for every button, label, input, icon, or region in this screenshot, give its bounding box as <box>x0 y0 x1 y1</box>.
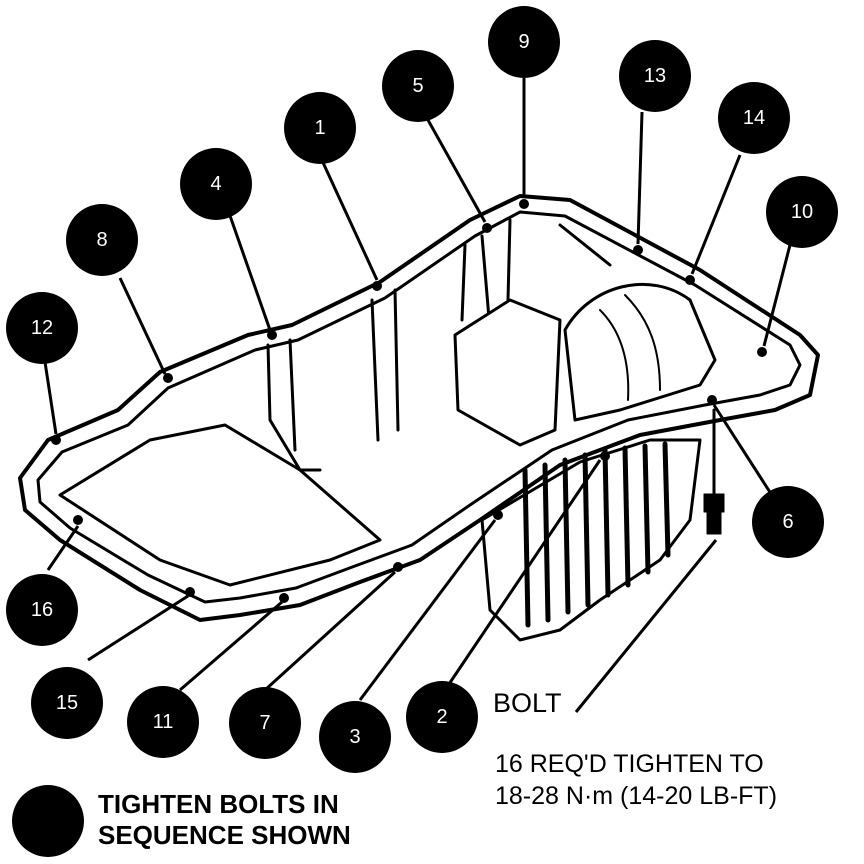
callout-disc-2 <box>406 681 478 753</box>
leader-line-2 <box>443 459 602 691</box>
leader-line-10 <box>762 244 792 347</box>
leader-line-14 <box>690 154 742 275</box>
bolt-hole <box>600 451 610 461</box>
callout-number-12: 12 <box>31 317 53 339</box>
callout-number-11: 11 <box>153 711 174 733</box>
leader-line-16 <box>46 525 80 571</box>
leader-line-1 <box>318 155 379 281</box>
leader-line-7 <box>263 570 397 692</box>
leader-line-5 <box>426 119 487 223</box>
callout-disc-9 <box>488 6 560 78</box>
callout-number-2: 2 <box>436 706 447 728</box>
callout-disc-13 <box>619 40 691 112</box>
callout-disc-15 <box>31 667 103 739</box>
callout-disc-12 <box>6 292 78 364</box>
pan-wall-rear <box>370 218 612 442</box>
leader-line-12 <box>43 361 58 435</box>
callout-number-3: 3 <box>349 726 360 748</box>
oil-pan <box>18 194 820 642</box>
leader-line-6 <box>712 404 777 501</box>
callout-disc-16 <box>6 574 78 646</box>
leader-line-bolt <box>574 539 718 713</box>
bolt-hole <box>267 330 277 340</box>
bolt-holes <box>51 199 767 603</box>
callout-number-6: 6 <box>782 511 793 533</box>
callout-number-10: 10 <box>791 201 813 223</box>
pan-baffle <box>453 298 562 447</box>
torque-spec-line-1: 16 REQ'D TIGHTEN TO <box>495 750 764 778</box>
callout-disc-7 <box>229 687 301 759</box>
callout-number-14: 14 <box>743 107 765 129</box>
leader-line-11 <box>179 600 283 692</box>
callout-disc-8 <box>66 204 138 276</box>
pan-hump <box>563 283 717 422</box>
leader-lines <box>43 78 792 713</box>
callout-number-16: 16 <box>31 599 53 621</box>
leader-line-15 <box>87 594 189 662</box>
bolt-hole <box>493 510 503 520</box>
callout-disc-3 <box>319 701 391 773</box>
bolt-hole <box>163 373 173 383</box>
pan-wall-left <box>266 338 322 472</box>
bolt-hole <box>73 515 83 525</box>
callout-disc-1 <box>284 92 356 164</box>
callout-number-9: 9 <box>518 31 529 53</box>
legend-line-1: TIGHTEN BOLTS IN <box>98 789 339 819</box>
callout-disc-14 <box>718 82 790 154</box>
callout-disc-6 <box>752 486 824 558</box>
leader-line-4 <box>226 209 272 331</box>
callout-number-5: 5 <box>412 75 423 97</box>
bolt-hole <box>707 395 717 405</box>
bolt-hole <box>393 562 403 572</box>
callout-disc-10 <box>766 176 838 248</box>
pan-hump-rib <box>599 294 661 401</box>
callout-disc-11 <box>127 686 199 758</box>
leader-line-3 <box>358 519 497 701</box>
bolt-hole <box>685 275 695 285</box>
bolt-hole <box>185 587 195 597</box>
bolt-hole <box>279 593 289 603</box>
drain-plug <box>703 408 725 535</box>
callout-number-7: 7 <box>259 712 270 734</box>
bolt-hole <box>633 245 643 255</box>
legend-dot-icon <box>12 785 84 857</box>
callout-number-1: 1 <box>314 117 325 139</box>
callout-number-15: 15 <box>56 692 78 714</box>
callout-number-8: 8 <box>96 229 107 251</box>
pan-floor <box>58 423 382 587</box>
leader-line-13 <box>636 111 644 245</box>
legend-line-2: SEQUENCE SHOWN <box>98 820 351 850</box>
torque-spec-line-2: 18-28 N·m (14-20 LB-FT) <box>495 782 778 810</box>
bolt-hole <box>757 347 767 357</box>
bolt-hole <box>372 281 382 291</box>
bolt-hole <box>51 435 61 445</box>
callout-disc-5 <box>382 50 454 122</box>
callout-number-13: 13 <box>644 65 666 87</box>
bolt-hole <box>519 199 529 209</box>
callout-disc-4 <box>180 148 252 220</box>
bolt-label: BOLT <box>493 688 562 718</box>
pan-flange-inner <box>36 210 802 604</box>
leader-line-8 <box>118 277 167 375</box>
callout-number-4: 4 <box>210 173 221 195</box>
bolt-hole <box>482 223 492 233</box>
